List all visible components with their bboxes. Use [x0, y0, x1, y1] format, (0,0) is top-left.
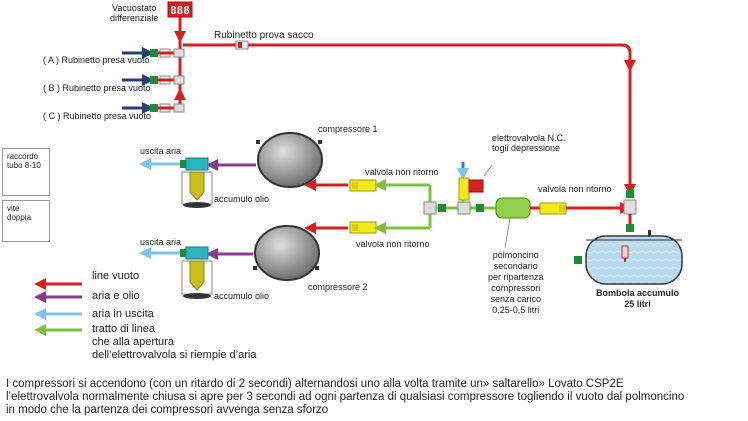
polmoncino-secondario — [495, 197, 531, 219]
legend-label-aria-olio: aria e olio — [92, 290, 140, 302]
caption-line-1: I compressori si accendono (con un ritar… — [6, 378, 624, 390]
rubinetto-c-label: ( C ) Rubinetto presa vuoto — [43, 111, 152, 121]
elettrovalvola-label: elettrovalvola N.C. togli depressione — [492, 133, 566, 153]
elettrovalvola-coil — [468, 179, 484, 193]
valvola-nr-1-label: valvola non ritorno — [365, 167, 439, 177]
bombola-label: Bombola accumulo 25 litri — [596, 288, 680, 309]
bombola-tee — [623, 199, 637, 215]
tee-fitting-mid — [457, 201, 471, 215]
valvola-nr-2-label: valvola non ritorno — [356, 239, 430, 249]
vite-doppia-legend-box: vite doppia — [2, 200, 50, 242]
caption: I compressori si accendono (con un ritar… — [6, 378, 746, 417]
vite-doppia-label: vite doppia — [7, 204, 32, 222]
vacuostato-label: Vacuostato differenziale — [110, 3, 159, 23]
caption-line-3: in modo che la partenza dei compressori … — [6, 404, 329, 416]
separatore-1-filter — [189, 171, 205, 201]
raccordo-label: raccordo tubo 8-10 — [7, 152, 41, 170]
separatore-1-head — [185, 157, 209, 171]
vacuostato-display-digits: 888 — [170, 4, 190, 17]
rubinetto-prova-sacco-label: Rubinetto prova sacco — [214, 30, 314, 41]
valvola-nr-3-label: valvola non ritorno — [538, 184, 612, 194]
legend-label-tratto: tratto di linea che alla apertura dell’e… — [92, 323, 257, 361]
bombola-accumulo — [585, 235, 683, 285]
caption-line-2: l’elettrovalvola normalmente chiusa si a… — [6, 391, 685, 403]
separatore-2-filter — [189, 260, 205, 291]
accumulo-olio-2-label: accumulo olio — [214, 291, 270, 301]
uscita-aria-2-label: uscita aria — [140, 237, 182, 247]
compressore-1-tank — [257, 132, 323, 188]
tee-fitting-left — [423, 201, 437, 215]
accumulo-olio-1-label: accumulo olio — [214, 194, 270, 204]
legend-label-aria-uscita: aria in uscita — [92, 308, 154, 320]
compressore-1-label: compressore 1 — [318, 124, 378, 134]
vacuum-line-top — [183, 43, 636, 196]
rubinetto-a-label: ( A ) Rubinetto presa vuoto — [43, 55, 150, 65]
rubinetto-b-label: ( B ) Rubinetto presa vuoto — [43, 83, 151, 93]
raccordo-legend-box: raccordo tubo 8-10 — [2, 148, 50, 196]
legend-label-vuoto: line vuoto — [92, 270, 140, 282]
polmoncino-label: polmoncino secondario per ripartenza com… — [488, 250, 544, 315]
uscita-aria-1-label: uscita aria — [140, 146, 182, 156]
elettrovalvola-body — [458, 177, 470, 201]
compressore-2-label: compressore 2 — [308, 282, 368, 292]
separatore-2-head — [185, 246, 209, 260]
compressore-2-tank — [254, 225, 320, 281]
